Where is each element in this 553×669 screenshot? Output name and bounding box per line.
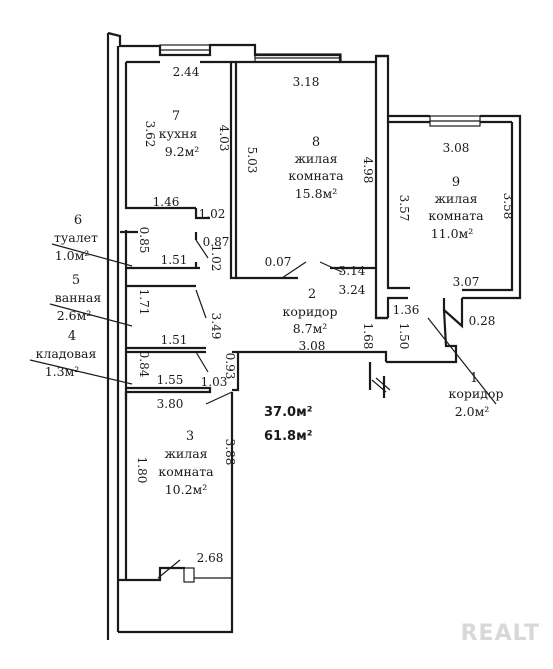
dim-corridor1-width: 1.36 (393, 303, 420, 317)
room-name-line1: жилая (164, 446, 207, 461)
living-area-total: 37.0м² (264, 405, 312, 420)
room-number: 7 (172, 109, 180, 124)
dim-toilet-door: 0.87 (203, 235, 230, 249)
dim-kitchen-bottom: 1.46 (153, 195, 180, 209)
room-area: 2.0м² (455, 404, 490, 419)
room-area: 10.2м² (165, 482, 208, 497)
dim-bath-height: 1.71 (137, 289, 151, 316)
dim-toilet-height: 0.85 (137, 227, 151, 254)
room-number: 3 (186, 429, 194, 444)
room-name-line1: жилая (294, 151, 337, 166)
room-area: 1.0м² (55, 248, 90, 263)
leader-line (49, 303, 133, 327)
room-number: 1 (470, 371, 478, 386)
dim-room8-bottom-b: 3.14 (339, 264, 366, 278)
dim-room8-right: 4.98 (361, 157, 375, 184)
room-area: 11.0м² (431, 226, 474, 241)
dim-corridor-height: 1.02 (209, 245, 223, 272)
leader-line (427, 317, 497, 405)
room-area: 15.8м² (295, 186, 338, 201)
dim-room9-nib: 0.28 (469, 314, 496, 328)
dim-room3-bottom: 2.68 (197, 551, 224, 565)
dim-toilet-width: 1.51 (161, 253, 188, 267)
dim-corridor-width: 3.24 (339, 283, 366, 297)
room-number: 2 (308, 287, 316, 302)
dim-corridor-bottom: 3.08 (299, 339, 326, 353)
room-3-living: 3 жилая комната 10.2м² (158, 429, 214, 497)
room-name: коридор (283, 304, 338, 319)
room-7-kitchen: 7 кухня 9.2м² (159, 109, 200, 159)
room-area: 9.2м² (165, 144, 200, 159)
room-name-line1: жилая (434, 191, 477, 206)
room-4-storage: 4 кладовая 1.3м² (29, 329, 133, 385)
leader-line (29, 359, 133, 385)
room-area: 1.3м² (45, 364, 80, 379)
room-5-bath: 5 ванная 2.6м² (49, 273, 133, 327)
dim-room8-left: 5.03 (245, 147, 259, 174)
dim-room9-right: 3.58 (501, 193, 515, 220)
room-number: 8 (312, 135, 320, 150)
total-area: 61.8м² (264, 429, 312, 444)
dim-room9-bottom: 3.07 (453, 275, 480, 289)
dim-room3-left: 1.80 (135, 457, 149, 484)
walls (106, 31, 522, 640)
dim-kitchen-top: 2.44 (173, 65, 200, 79)
dim-kitchen-left: 3.62 (143, 121, 157, 148)
leader-line (51, 243, 133, 267)
dimension-labels: 2.44 3.18 3.08 1.46 1.02 0.87 1.51 0.07 … (153, 65, 496, 565)
room-name: туалет (54, 230, 98, 245)
dim-corridor-bath: 3.49 (209, 313, 223, 340)
dim-room9-left: 3.57 (397, 195, 411, 222)
room-6-toilet: 6 туалет 1.0м² (51, 213, 133, 267)
dim-storage-width: 1.55 (157, 373, 184, 387)
dim-room3-right: 3.88 (223, 439, 237, 466)
room-name-line2: комната (158, 464, 214, 479)
dim-room9-top: 3.08 (443, 141, 470, 155)
dimension-labels-vertical: 3.62 4.03 5.03 4.98 3.57 3.58 0.85 1.02 … (135, 121, 515, 484)
room-number: 9 (452, 175, 460, 190)
room-name: коридор (449, 386, 504, 401)
room-number: 5 (72, 273, 80, 288)
dim-room8-bottom-a: 0.07 (265, 255, 292, 269)
room-9-living: 9 жилая комната 11.0м² (428, 175, 484, 241)
area-totals: 37.0м² 61.8м² (264, 405, 312, 444)
dim-storage-height: 0.84 (137, 351, 151, 378)
room-name-line2: комната (428, 208, 484, 223)
dim-storage-door: 1.03 (201, 375, 228, 389)
room-8-living: 8 жилая комната 15.8м² (288, 135, 344, 201)
room-number: 6 (74, 213, 82, 228)
room-name: кухня (159, 126, 198, 141)
dim-kitchen-right: 4.03 (217, 125, 231, 152)
room-name: ванная (55, 290, 102, 305)
room-area: 8.7м² (293, 321, 328, 336)
dim-bath-width: 1.51 (161, 333, 188, 347)
room-1-corridor: 1 коридор 2.0м² (427, 317, 504, 419)
dim-kitchen-door: 1.02 (199, 207, 226, 221)
room-area: 2.6м² (57, 308, 92, 323)
dim-storage-right: 0.93 (223, 353, 237, 380)
watermark: REALT (461, 621, 540, 646)
room-name: кладовая (36, 346, 97, 361)
dim-corridor1-a: 1.68 (361, 323, 375, 350)
room-number: 4 (68, 329, 76, 344)
dim-room8-top: 3.18 (293, 75, 320, 89)
room-name-line2: комната (288, 168, 344, 183)
dim-room3-top: 3.80 (157, 397, 184, 411)
dim-corridor1-b: 1.50 (397, 323, 411, 350)
room-2-corridor: 2 коридор 8.7м² (283, 287, 338, 336)
